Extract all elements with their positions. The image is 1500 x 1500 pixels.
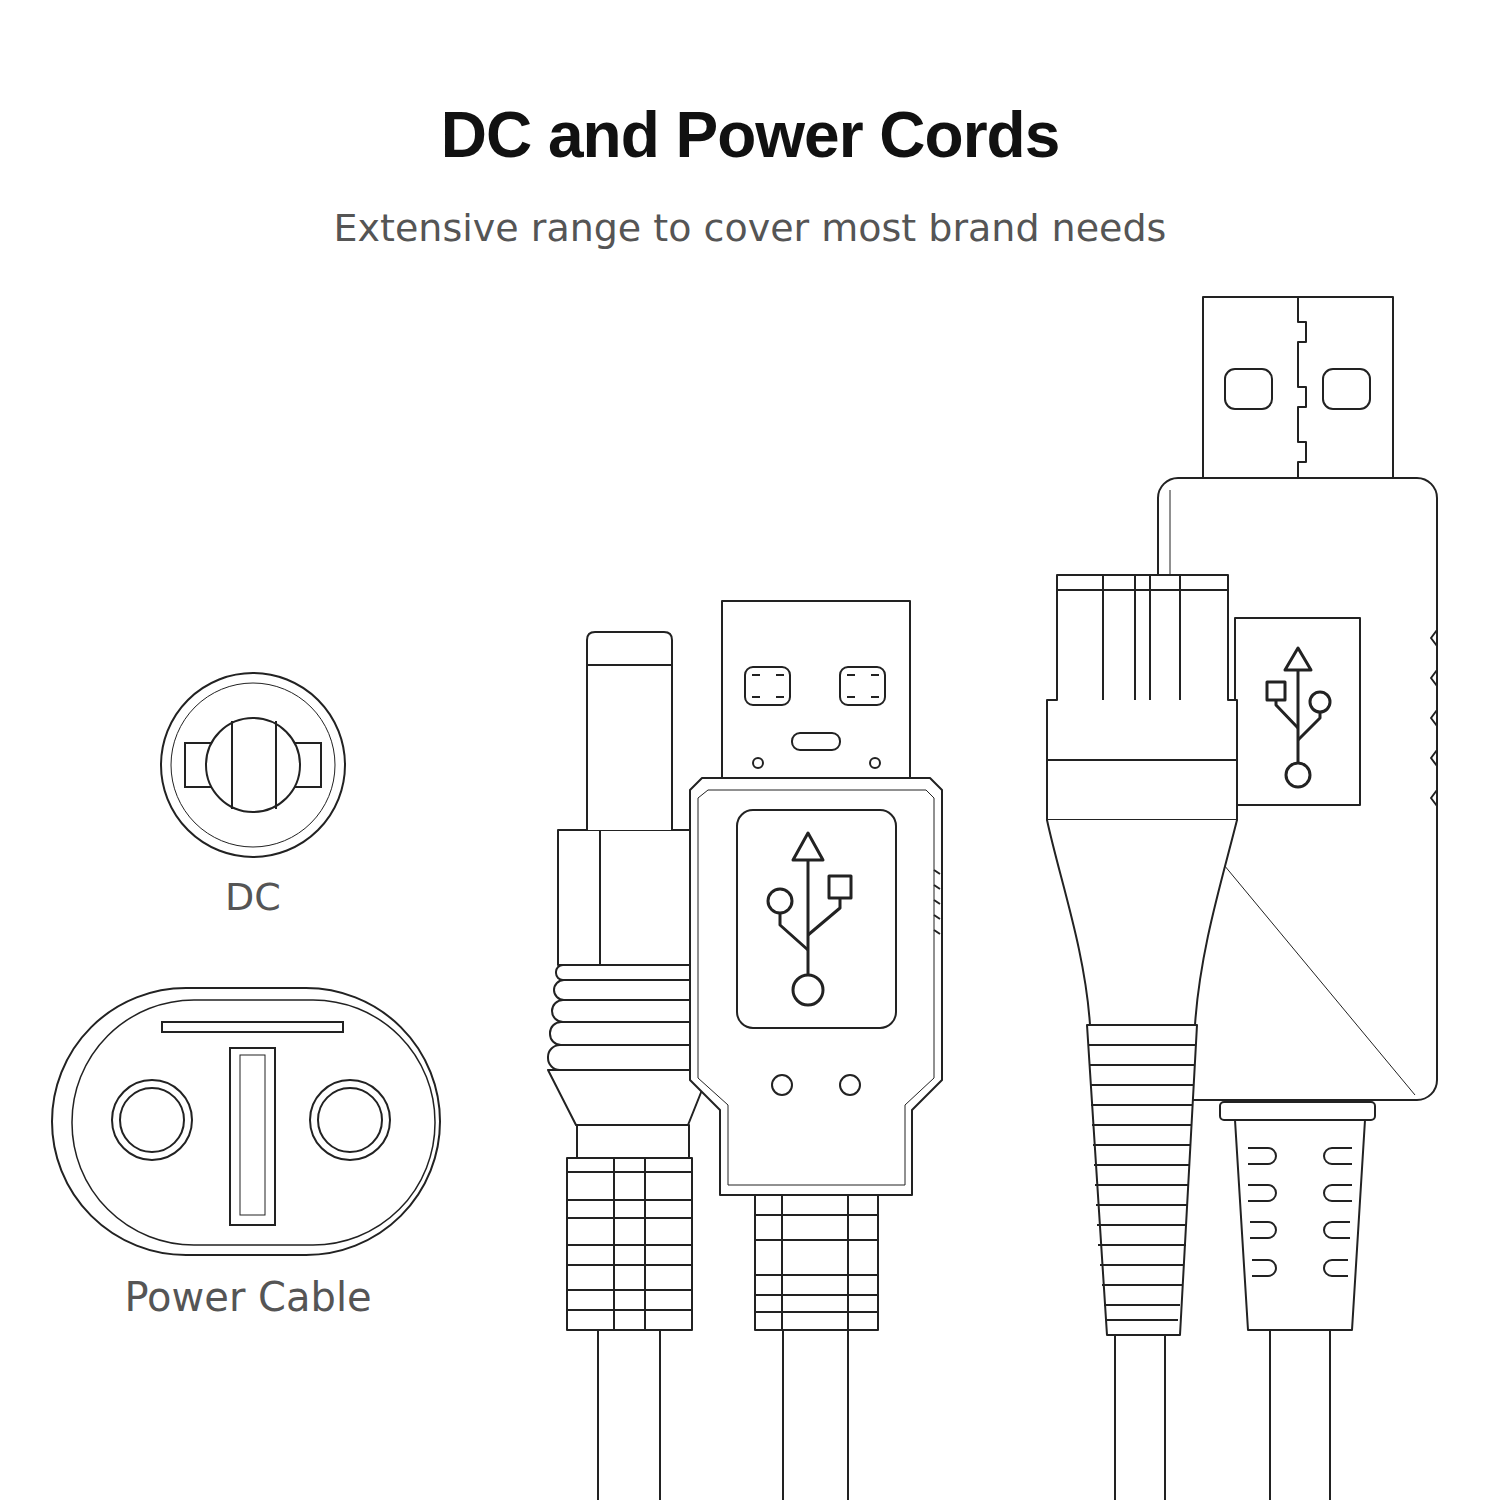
connector-label: Power Cable: [46, 1274, 450, 1320]
connector-label: DC: [146, 875, 360, 919]
dc-plug: [548, 632, 710, 1500]
page-subtitle: Extensive range to cover most brand need…: [0, 206, 1500, 250]
usb-symbol: [1267, 648, 1330, 787]
shaver-plug: [1047, 575, 1237, 1500]
usb-symbol: [768, 833, 851, 1005]
page-title: DC and Power Cords: [0, 98, 1500, 172]
connector-end: DC: [146, 665, 360, 919]
usb-a-plug: [690, 601, 942, 1500]
connector-end: Power Cable: [46, 985, 450, 1320]
connector-face: [50, 985, 446, 1260]
connector-face: [150, 665, 356, 865]
